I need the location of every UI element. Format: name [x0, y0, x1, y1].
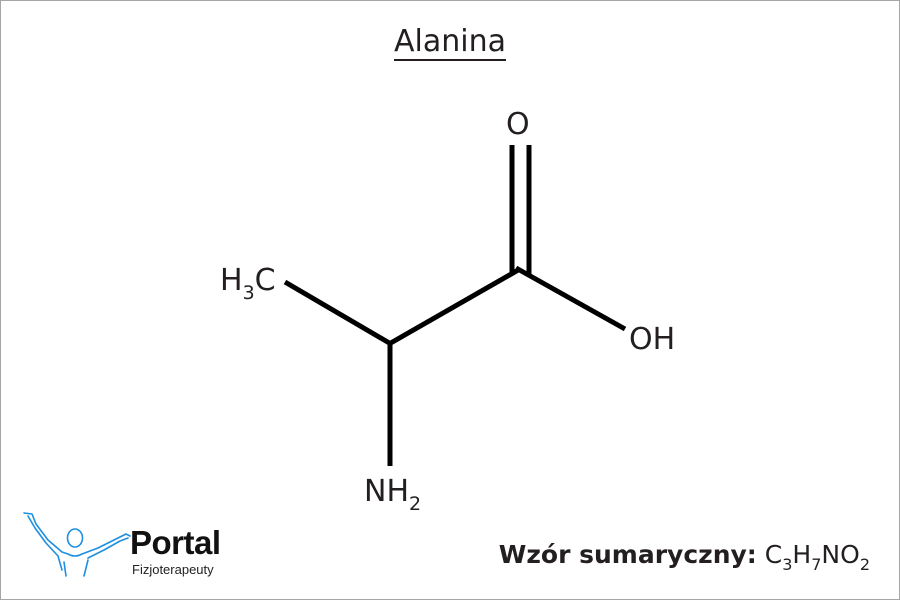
portal-fizjoterapeuty-logo: Portal Fizjoterapeuty — [18, 510, 248, 585]
title-text: Alanina — [394, 24, 506, 59]
bond-ccarboxyl-hydroxyl — [514, 265, 627, 332]
molecular-formula: Wzór sumaryczny: C3H7NO2 — [498, 540, 870, 574]
formula-value: C3H7NO2 — [764, 540, 870, 574]
atom-methyl: H3C — [220, 263, 276, 304]
logo-brand: Portal — [130, 524, 221, 561]
atom-hydroxyl: OH — [629, 322, 676, 357]
formula-label: Wzór sumaryczny: — [498, 540, 757, 569]
logo-tagline: Fizjoterapeuty — [132, 562, 214, 577]
diagram-title: Alanina — [0, 24, 900, 59]
atom-carbonyl-oxygen: O — [506, 107, 530, 142]
bond-methyl-calpha — [283, 279, 393, 347]
bond-calpha-ccarboxyl — [387, 266, 522, 347]
atom-amine: NH2 — [364, 474, 422, 515]
person-arms-raised-icon — [23, 512, 131, 577]
